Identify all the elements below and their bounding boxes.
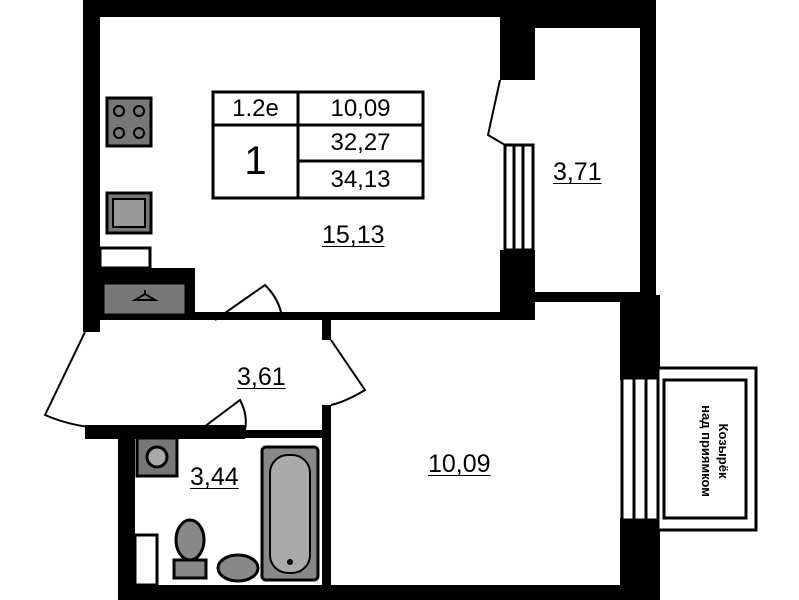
stove — [105, 96, 153, 148]
wall-balcony-right — [640, 0, 656, 300]
closet-niche — [98, 246, 152, 270]
balcony-area: 3,71 — [553, 158, 602, 186]
wall-left-kitchen — [83, 0, 100, 332]
wall-bottom — [118, 585, 660, 600]
wall-hall-bottom — [85, 425, 245, 439]
total-area: 34,13 — [330, 165, 391, 193]
wall-kitchen-bottom-right — [280, 312, 505, 320]
hanger-icon — [131, 290, 159, 301]
wall-bedroom-left-lower — [322, 405, 331, 590]
window-bedroom — [620, 376, 660, 522]
wall-bedroom-left — [322, 312, 331, 340]
wall-top — [83, 0, 508, 17]
total-area-excl-balcony: 32,27 — [330, 129, 391, 156]
bathroom-door-swing — [199, 398, 247, 431]
bedroom-door-swing — [330, 339, 367, 406]
bathroom-niche — [133, 533, 159, 587]
kitchen-area: 15,13 — [322, 221, 385, 249]
rooms-count: 1 — [244, 139, 267, 183]
wall-bedroom-right-upper — [620, 295, 660, 380]
stove-burners — [113, 105, 145, 139]
toilet — [172, 518, 208, 580]
wall-kitchen-balcony-upper — [500, 17, 535, 80]
hallway-area: 3,61 — [237, 363, 286, 391]
canopy-label-line2: над приямком — [699, 405, 714, 497]
window-kitchen-balcony — [503, 143, 535, 252]
canopy-label: Козырёк над приямком — [672, 385, 732, 517]
wall-balcony-bottom — [535, 292, 656, 302]
canopy-label-line1: Козырёк — [716, 423, 731, 479]
entrance-door-swing — [43, 331, 119, 430]
wall-kitchen-bottom — [185, 312, 325, 320]
balcony-door-swing — [486, 79, 506, 146]
info-table — [211, 90, 425, 200]
washbasin — [216, 553, 260, 583]
canopy-inner — [662, 378, 748, 520]
kitchen-door-swing — [214, 283, 283, 321]
bedroom-area: 10,09 — [428, 450, 491, 478]
wall-kitchen-balcony-lower — [500, 250, 535, 320]
wall-bath-top — [245, 430, 325, 438]
living-area: 10,09 — [330, 94, 391, 122]
wall-bathroom-left — [118, 425, 135, 600]
bathroom-area: 3,44 — [190, 463, 239, 491]
apartment-type-code: 1.2e — [232, 94, 279, 122]
